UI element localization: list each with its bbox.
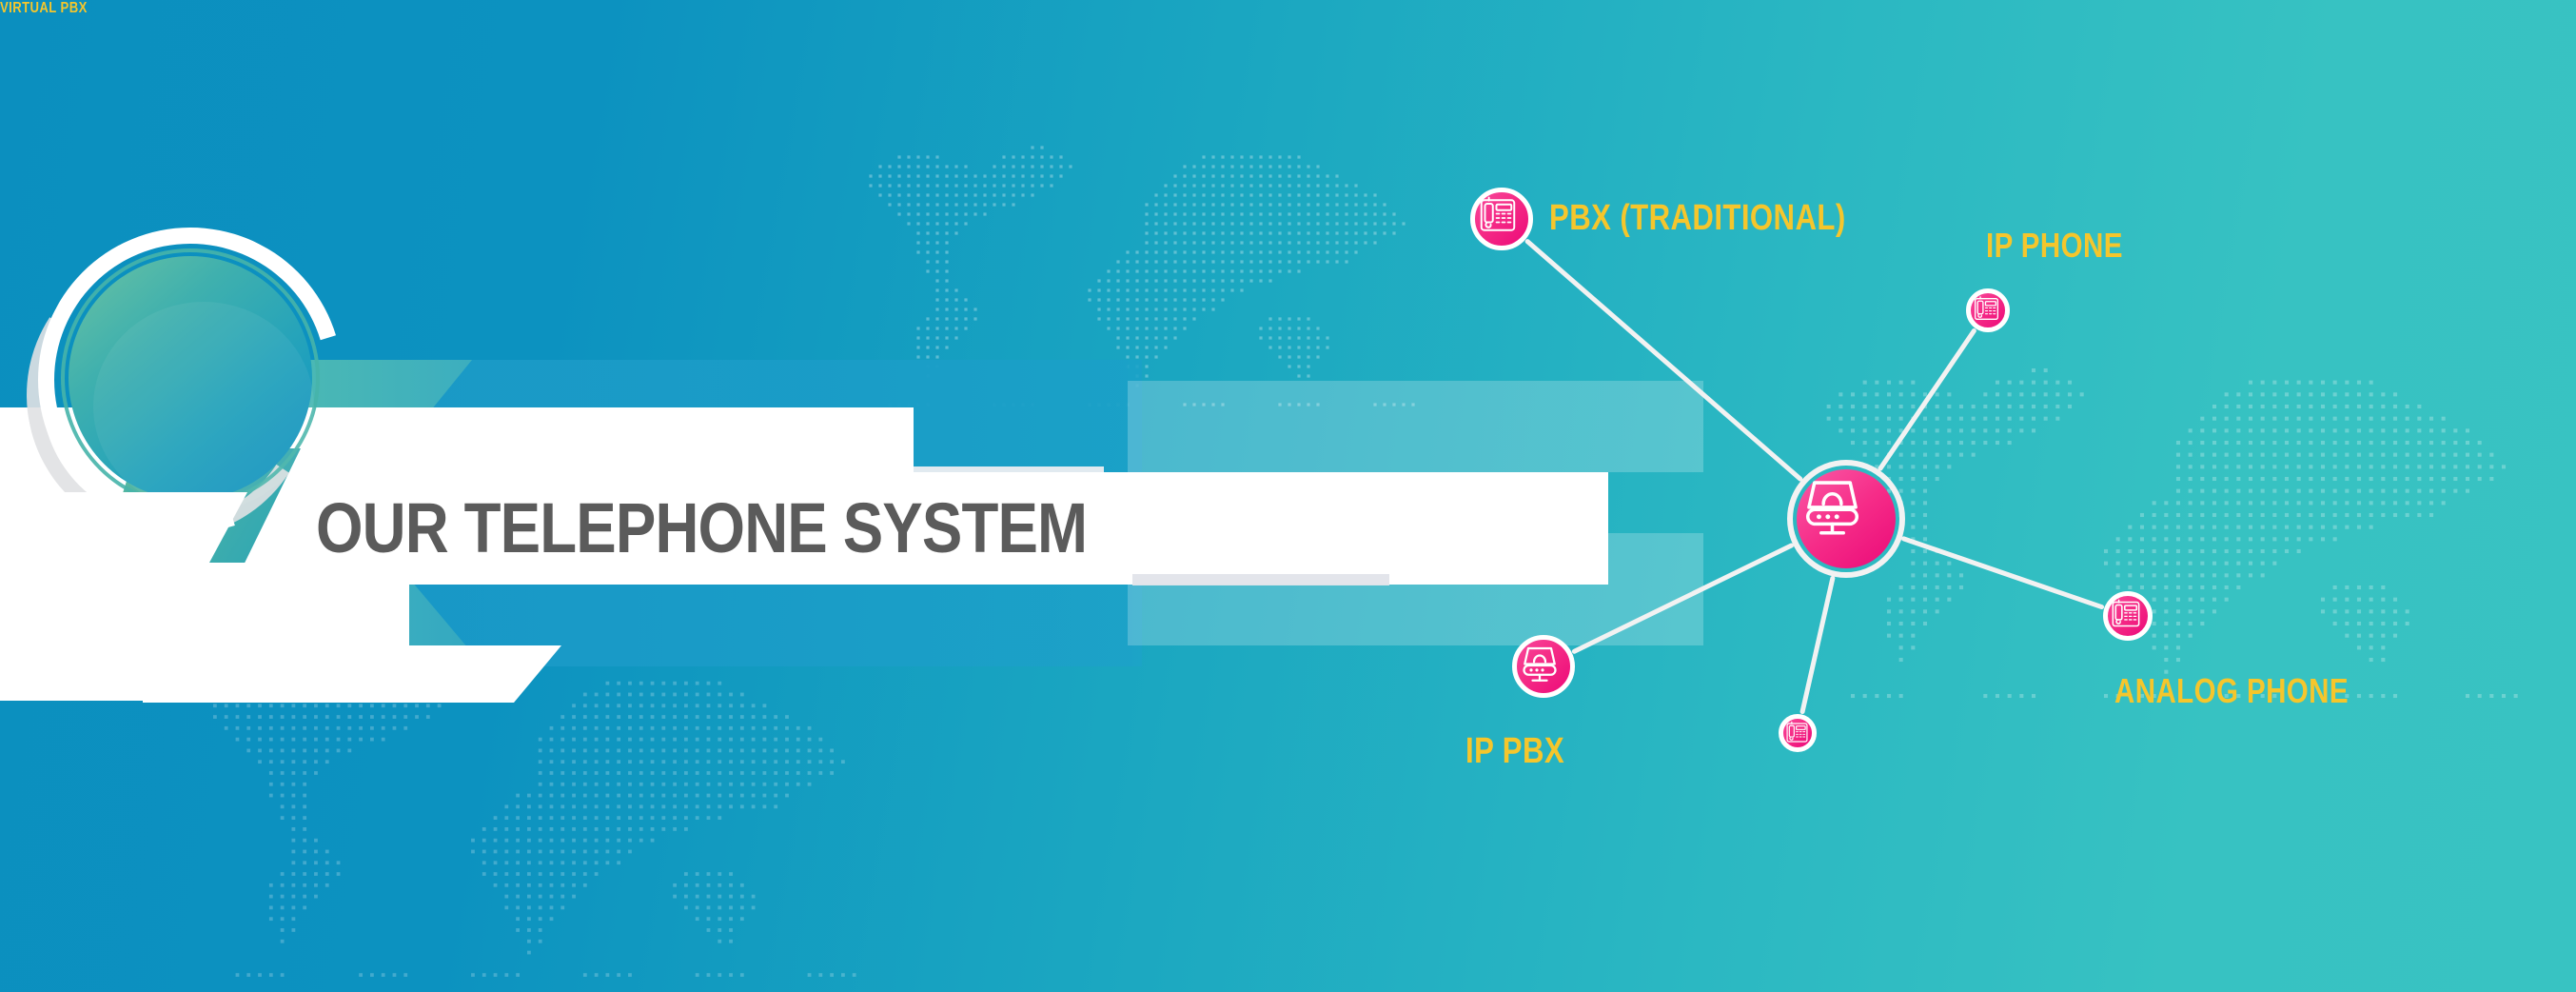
link-virtual-pbx-to-analog-phone [1901, 536, 2105, 610]
desk-phone-icon [1783, 719, 1811, 746]
banner-white-band-right [1132, 472, 1608, 585]
emblem-white-cut [48, 492, 247, 563]
page-title: OUR TELEPHONE SYSTEM [316, 488, 1088, 567]
banner-white-diagonal-lower [143, 645, 561, 703]
label-pbx-traditional: PBX (TRADITIONAL) [1549, 198, 1846, 238]
circular-emblem [0, 173, 397, 586]
link-virtual-pbx-to-ip-phone [1878, 327, 1976, 471]
emblem-core [69, 256, 312, 500]
node-ip-phone[interactable] [1966, 288, 2010, 332]
pbx-server-icon [1517, 640, 1563, 685]
desk-phone-icon [2108, 596, 2144, 632]
node-pbx-traditional[interactable] [1470, 188, 1533, 250]
label-ip-pbx: IP PBX [1465, 731, 1565, 771]
banner-white-band [167, 472, 1132, 585]
label-ip-phone: IP PHONE [1986, 226, 2123, 265]
node-desk-phone-unlabeled[interactable] [1779, 714, 1817, 752]
link-virtual-pbx-to-ip-pbx [1571, 543, 1794, 654]
pbx-server-icon [1797, 469, 1868, 541]
node-virtual-pbx[interactable] [1797, 469, 1896, 568]
link-virtual-pbx-to-pbx-traditional [1524, 239, 1803, 482]
emblem-gloss [93, 302, 314, 511]
link-virtual-pbx-to-desk-phone-unlabeled [1799, 575, 1836, 715]
label-virtual-pbx: VIRTUAL PBX [0, 0, 88, 16]
desk-phone-icon [1971, 293, 2002, 325]
node-analog-phone[interactable] [2103, 591, 2153, 641]
label-analog-phone: ANALOG PHONE [2114, 671, 2350, 710]
hub-outer-ring [1787, 460, 1905, 578]
node-ip-pbx[interactable] [1512, 635, 1575, 698]
title-banner: OUR TELEPHONE SYSTEM [0, 173, 1713, 703]
banner-shadow-strip-lower [1132, 574, 1389, 585]
banner-shape-translucent-top [1128, 381, 1703, 472]
desk-phone-icon [1475, 192, 1521, 238]
